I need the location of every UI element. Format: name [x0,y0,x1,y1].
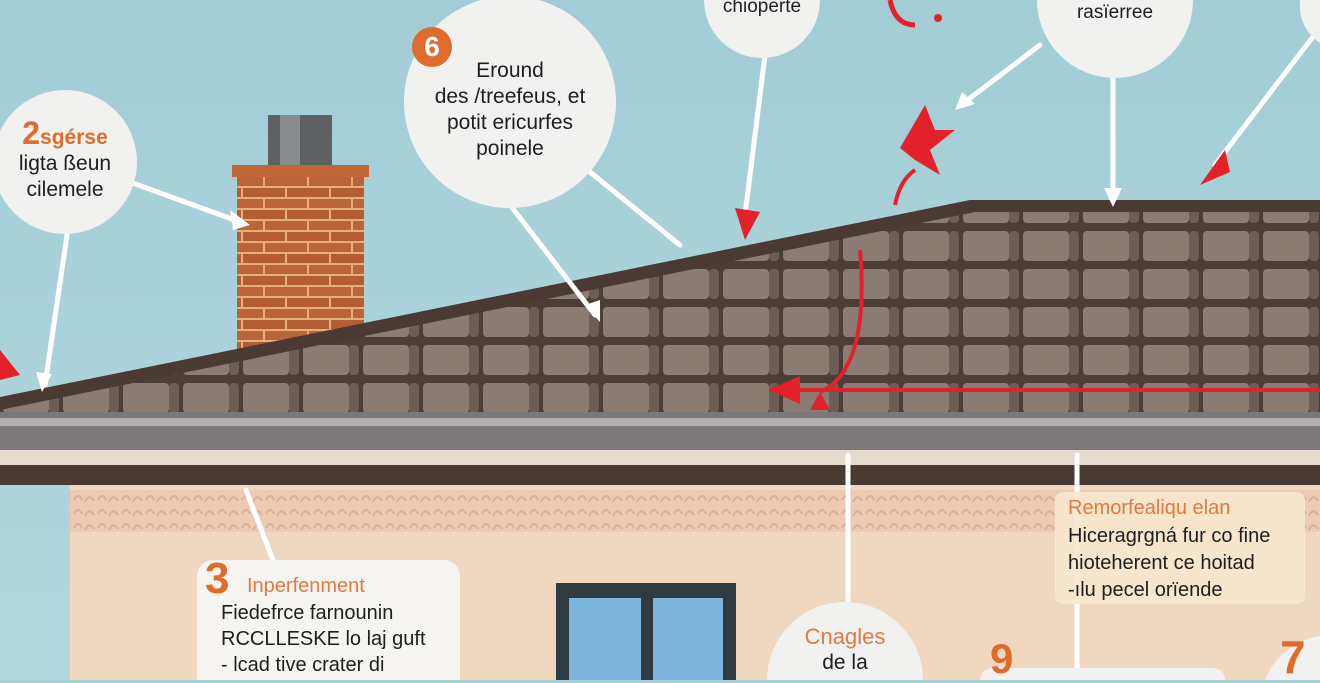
callout-title: Remorfealiqu elan [1068,497,1231,519]
callout-7-number: 7 [1280,631,1306,683]
callout-line: Hiceragrgná fur co fine [1068,525,1271,547]
callout-6: Eround des /treefeus, et potit ericurfes… [405,58,615,162]
callout-9-number: 9 [990,635,1014,682]
callout-line: de la [822,651,868,674]
callout-line: potit ericurfes [446,111,574,134]
window [556,583,736,680]
callout-line: hioteherent ce hoitad [1068,552,1255,574]
red-arrows [0,0,1320,410]
callout-top-right: rasïerree [1050,0,1180,26]
callout-2: 2sgérse ligta ßeun cilemele [0,117,130,203]
callout-line: Fiedefrce farnounin [221,602,394,624]
callout-line: -ılu pecel orïende [1068,579,1223,601]
chimney [232,115,369,357]
callout-title: sgérse [40,126,108,149]
callout-6-badge: 6 [412,27,452,67]
callout-line: chioperte [722,0,802,17]
callout-line: cilemele [26,178,104,201]
callout-bottom: Cnagles de la [775,624,915,676]
callout-line: Eround [476,59,544,82]
callout-title: Inperfenment [247,575,365,597]
callout-number: 3 [205,554,230,603]
callout-line: des /treefeus, et [434,85,586,108]
callout-top: chioperte [700,0,824,20]
roof [0,200,1320,412]
callout-line: poinele [476,137,544,160]
star-icon [900,105,955,175]
callout-line: rasïerree [1076,2,1154,23]
pointer-arrowheads [36,92,1122,392]
callout-3-card: 3 Inperfenment Fiedefrce farnounin RCCLL… [197,554,460,680]
callout-line: - lcad tive crater di [221,654,385,676]
gutter [0,412,1320,450]
callout-line: ligta ßeun [18,152,112,175]
callout-number: 2 [22,115,41,151]
callout-title: Cnagles [804,624,886,649]
callout-line: RCCLLESKE lo laj guft [221,628,426,650]
callout-right-card: Remorfealiqu elan Hiceragrgná fur co fin… [1055,492,1305,604]
